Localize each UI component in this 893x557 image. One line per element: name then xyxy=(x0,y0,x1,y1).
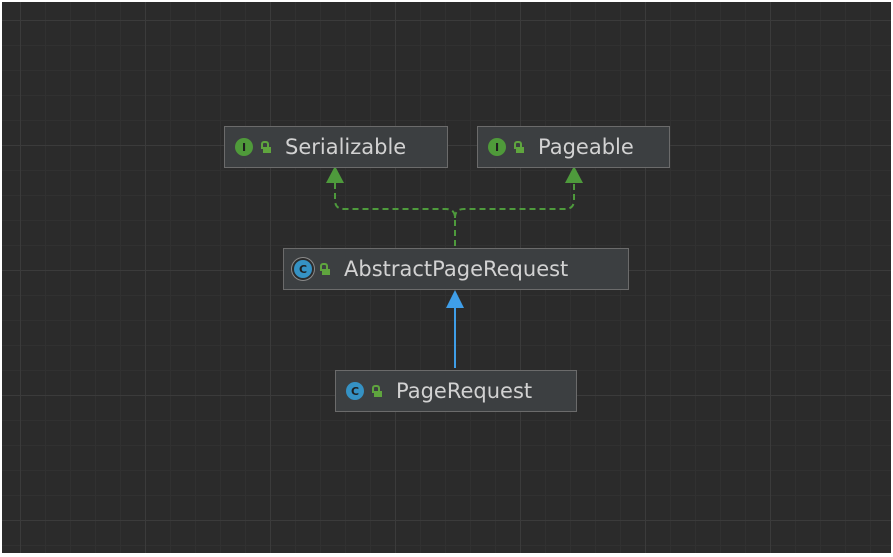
node-label: PageRequest xyxy=(396,379,533,403)
public-lock-icon xyxy=(261,141,271,153)
implements-edge-pageable xyxy=(454,183,575,219)
node-serializable[interactable]: I Serializable xyxy=(224,126,448,168)
node-pageable[interactable]: I Pageable xyxy=(477,126,670,168)
node-label: AbstractPageRequest xyxy=(344,257,569,281)
node-page-request[interactable]: C PageRequest xyxy=(335,370,577,412)
implements-arrowhead-pageable xyxy=(565,166,583,183)
node-label: Pageable xyxy=(538,135,634,159)
class-icon: C xyxy=(346,382,364,400)
public-lock-icon xyxy=(372,385,382,397)
abstract-class-icon: C xyxy=(294,260,312,278)
node-abstract-page-request[interactable]: C AbstractPageRequest xyxy=(283,248,629,290)
public-lock-icon xyxy=(320,263,330,275)
interface-icon: I xyxy=(488,138,506,156)
node-label: Serializable xyxy=(285,135,407,159)
extends-arrowhead-abstract-page-request xyxy=(446,290,464,308)
implements-edge-serializable xyxy=(334,183,456,246)
implements-arrowhead-serializable xyxy=(326,166,344,183)
interface-icon: I xyxy=(235,138,253,156)
public-lock-icon xyxy=(514,141,524,153)
